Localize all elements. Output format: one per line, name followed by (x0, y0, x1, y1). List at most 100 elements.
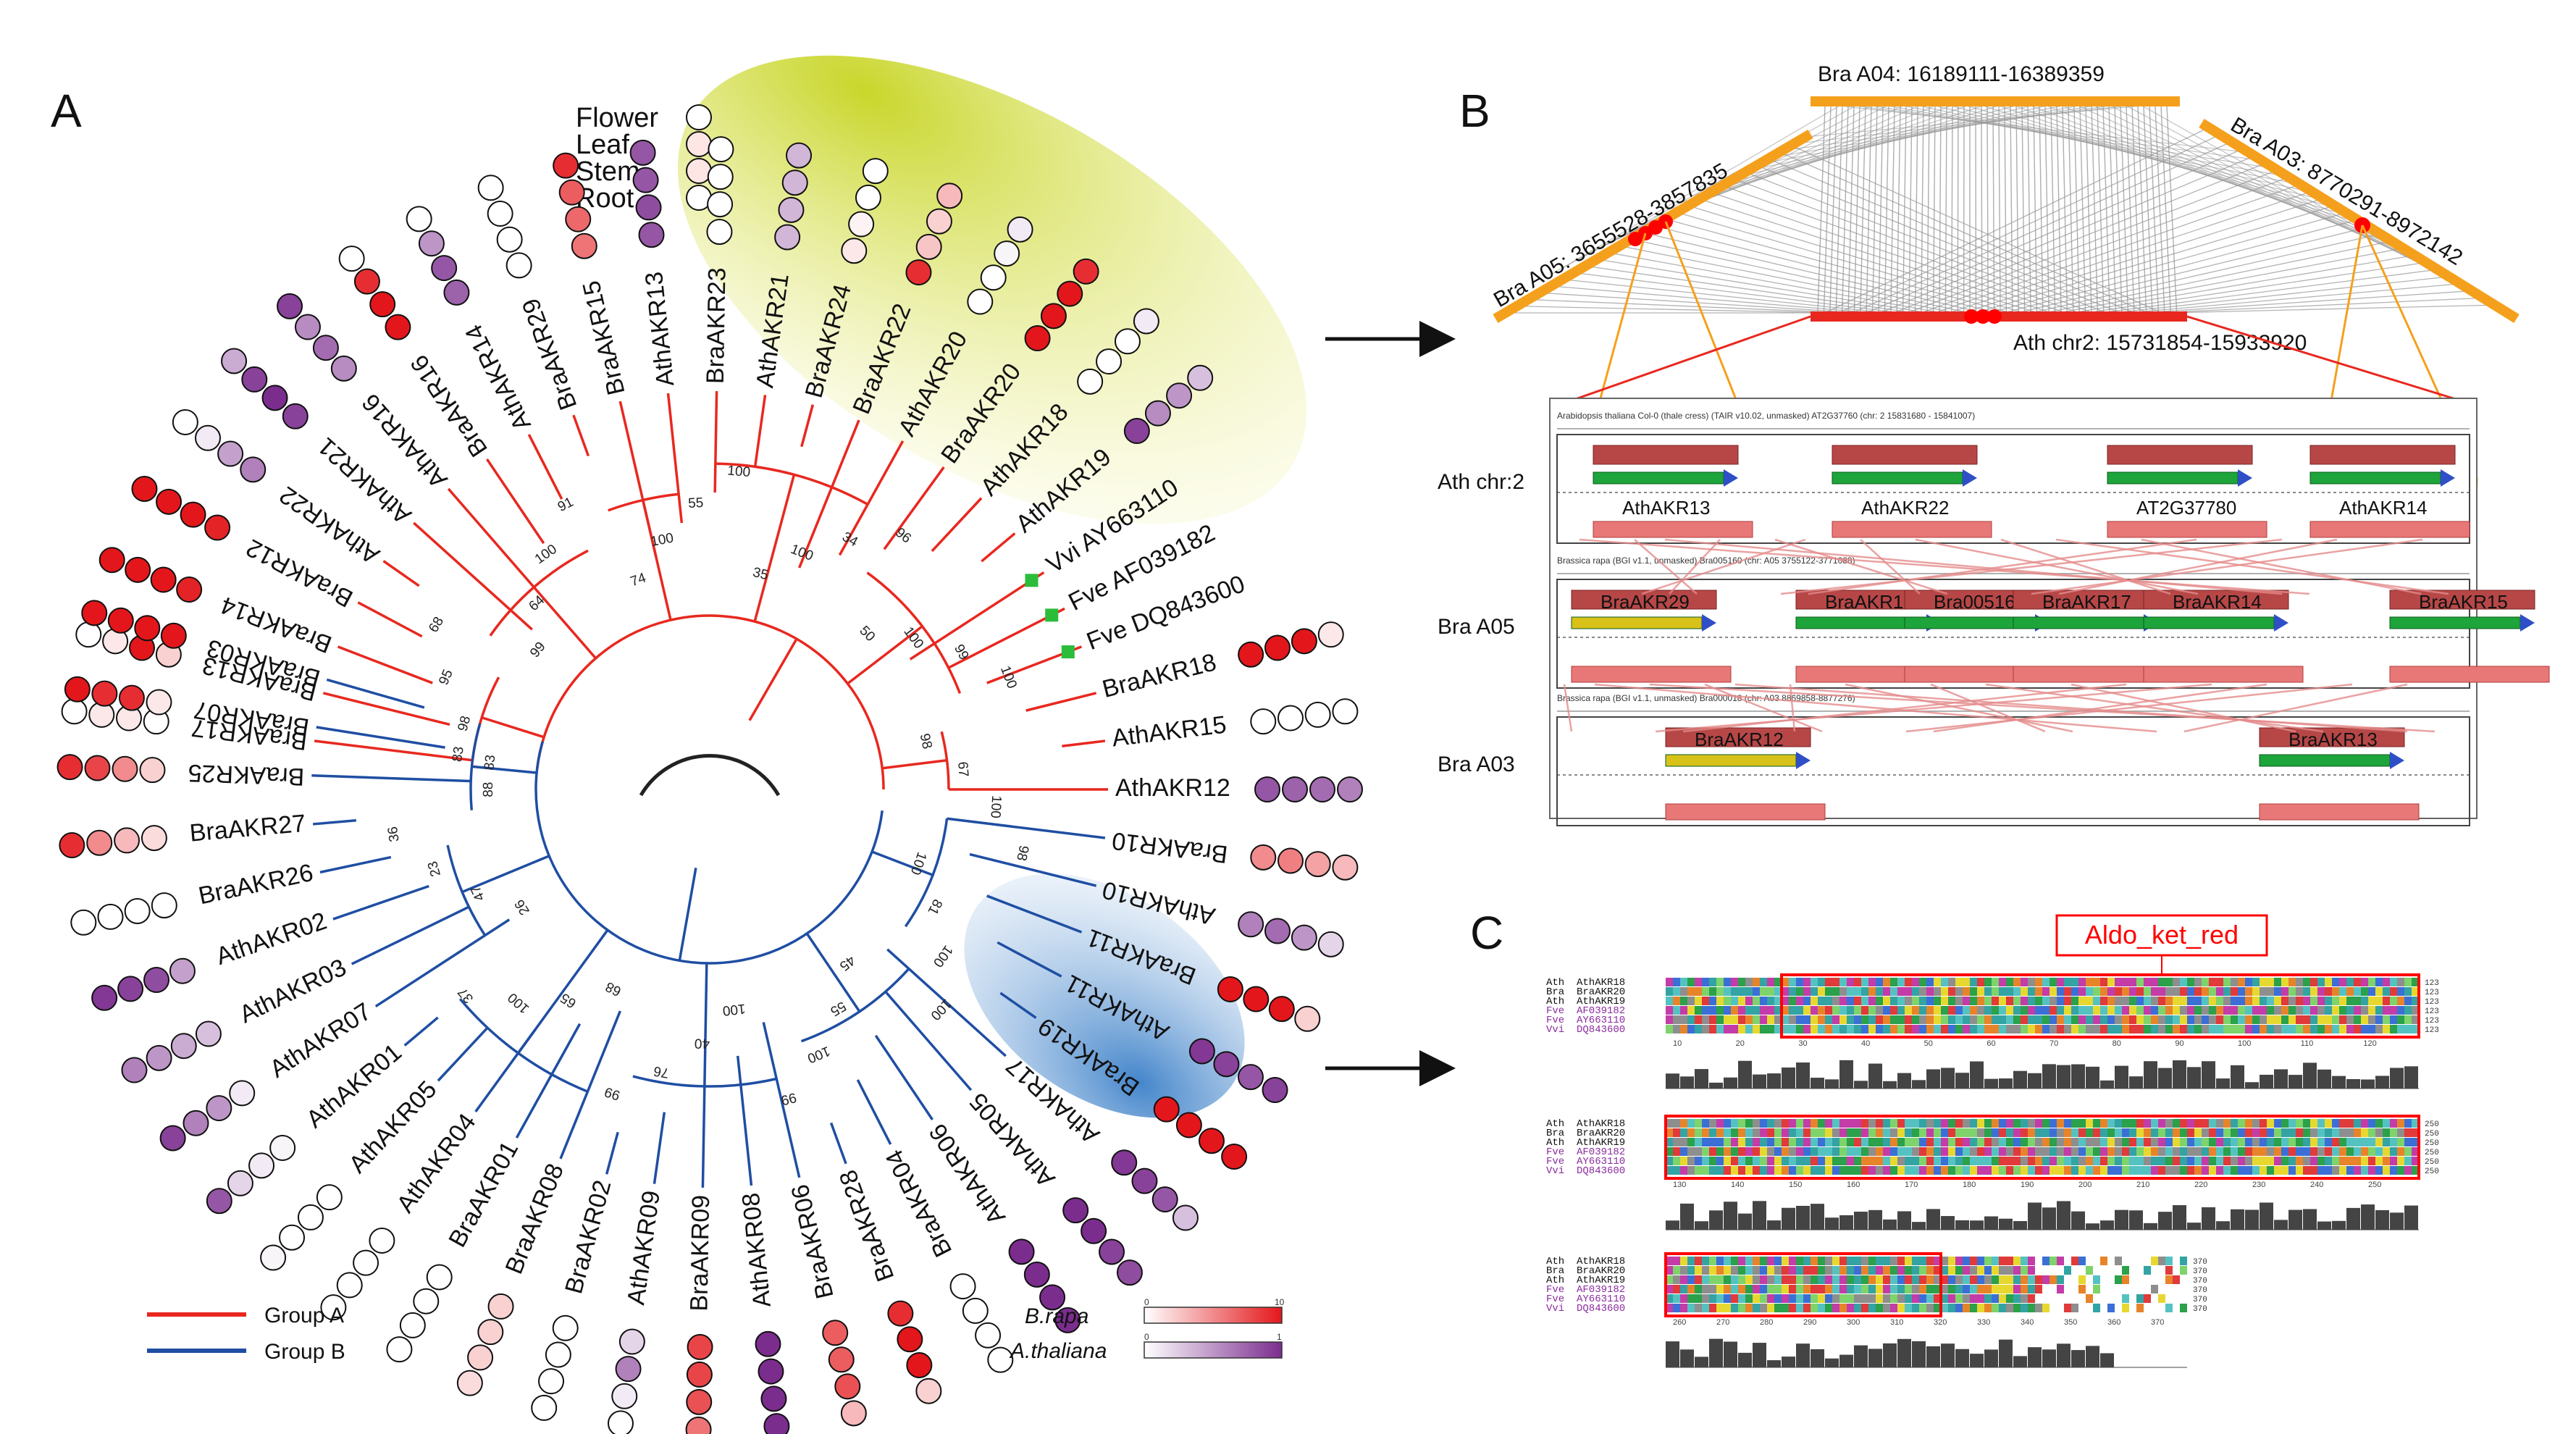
seq-id: AF039182 (1577, 1146, 1625, 1158)
arc-group-a (536, 614, 885, 790)
conservation-bar (1941, 1216, 1955, 1230)
outgroup-marker (1045, 608, 1059, 622)
alignment-cell (2281, 1166, 2288, 1175)
alignment-cell (2042, 1157, 2050, 1165)
alignment-cell (1731, 1166, 1738, 1175)
alignment-cell (2187, 987, 2194, 996)
alignment-cell (1709, 1147, 1716, 1156)
alignment-cell (2368, 1015, 2375, 1024)
homolog-block (1593, 445, 1739, 465)
alignment-cell (2325, 1166, 2332, 1175)
alignment-cell (2252, 1006, 2260, 1015)
alignment-cell (1883, 978, 1890, 986)
alignment-cell (1905, 1275, 1912, 1284)
alignment-cell (2144, 1006, 2151, 1015)
alignment-cell (2136, 1128, 2144, 1137)
conservation-bar (1767, 1360, 1781, 1367)
alignment-cell (1999, 1006, 2006, 1015)
seq-id: AF039182 (1577, 1005, 1625, 1017)
expression-circle (477, 1319, 504, 1346)
alignment-cell (2180, 1166, 2187, 1175)
alignment-cell (2180, 1285, 2187, 1293)
expression-circle (98, 547, 125, 574)
alignment-cell (1919, 987, 1926, 996)
alignment-cell (1680, 1138, 1687, 1146)
alignment-cell (2288, 997, 2296, 1005)
alignment-cell (2267, 1138, 2274, 1146)
alignment-cell (1803, 1304, 1811, 1312)
homology-link (1930, 683, 2046, 733)
homology-link (1860, 539, 1921, 595)
conservation-bar (1753, 1343, 1766, 1367)
synteny-link (1976, 205, 2335, 314)
alignment-cell (1999, 1266, 2006, 1275)
alignment-cell (1782, 978, 1789, 986)
alignment-cell (1753, 1285, 1760, 1293)
alignment-cell (1977, 1285, 1984, 1293)
alignment-cell (1832, 1147, 1839, 1156)
alignment-cell (1666, 1157, 1673, 1165)
alignment-cell (1839, 1157, 1847, 1165)
gene-model (2389, 616, 2521, 629)
alignment-cell (1854, 1304, 1861, 1312)
alignment-cell (1941, 1015, 1948, 1024)
alignment-cell (2136, 1147, 2144, 1156)
strand-arrow (1702, 614, 1716, 632)
expression-circle (117, 976, 144, 1002)
branch-athakr06 (874, 1034, 934, 1120)
alignment-cell (1905, 1266, 1912, 1275)
alignment-cell (1839, 1266, 1847, 1275)
label-a05: Bra A05: 3655528-3857835 (1490, 159, 1732, 312)
alignment-cell (2136, 1138, 2144, 1146)
alignment-cell (1716, 1015, 1724, 1024)
alignment-cell (1970, 997, 1977, 1005)
alignment-cell (2151, 1266, 2158, 1275)
conservation-bar (2187, 1223, 2201, 1230)
alignment-cell (1745, 1304, 1753, 1312)
expression-circle (936, 183, 963, 209)
alignment-cell (2412, 1025, 2419, 1033)
alignment-cell (2260, 1015, 2267, 1024)
synteny-link (2031, 233, 2380, 314)
alignment-cell (2006, 997, 2013, 1005)
alignment-cell (2107, 1266, 2115, 1275)
alignment-cell (1883, 1015, 1890, 1024)
alignment-cell (2028, 1166, 2035, 1175)
bootstrap-value: 23 (425, 860, 444, 879)
alignment-cell (1955, 1257, 1963, 1265)
alignment-cell (2202, 1119, 2209, 1128)
synteny-link (1771, 105, 2111, 153)
alignment-cell (2057, 997, 2064, 1005)
alignment-cell (1970, 1257, 1977, 1265)
expression-circle (125, 556, 151, 583)
expression-circle (1073, 258, 1099, 285)
alignment-cell (1934, 1138, 1941, 1146)
alignment-cell (2057, 1025, 2064, 1033)
ruler-label: 10 (1673, 1039, 1682, 1048)
alignment-cell (2173, 1015, 2180, 1024)
expression-circle (1166, 382, 1193, 409)
alignment-cell (1695, 1015, 1702, 1024)
track-label: Bra A05 (1438, 615, 1515, 639)
ruler-label: 90 (2175, 1039, 2183, 1048)
conservation-bar (1709, 1210, 1723, 1230)
seq-species: Bra (1546, 1128, 1564, 1139)
alignment-cell (2057, 1138, 2064, 1146)
alignment-cell (1803, 1275, 1811, 1284)
alignment-cell (2057, 1166, 2064, 1175)
alignment-cell (1695, 1285, 1702, 1293)
alignment-cell (2165, 1128, 2173, 1137)
alignment-cell (2144, 1157, 2151, 1165)
homolog-block (2309, 521, 2470, 538)
alignment-cell (1760, 1294, 1767, 1303)
alignment-cell (2078, 1285, 2086, 1293)
alignment-cell (1666, 1147, 1673, 1156)
alignment-cell (2296, 1166, 2303, 1175)
alignment-cell (2151, 978, 2158, 986)
alignment-cell (1796, 1119, 1803, 1128)
expression-circle (240, 456, 267, 483)
expression-circle (760, 1385, 787, 1412)
alignment-cell (2042, 987, 2050, 996)
expression-circle (1153, 1096, 1180, 1123)
conservation-bar (2274, 1069, 2288, 1089)
